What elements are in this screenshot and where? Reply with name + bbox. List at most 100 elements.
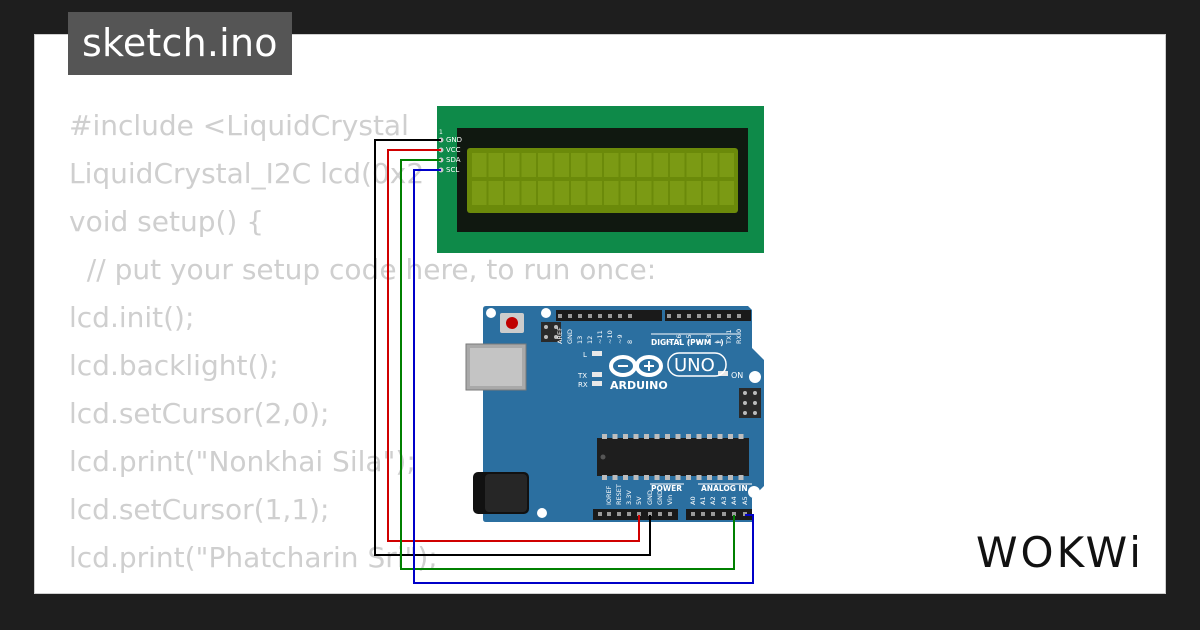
header-pin[interactable] <box>617 512 621 516</box>
lcd-char-cell <box>571 181 586 205</box>
header-pin[interactable] <box>627 512 631 516</box>
lcd-pin-label: VCC <box>446 146 461 154</box>
lcd-char-cell <box>653 153 668 177</box>
header-pin[interactable] <box>607 512 611 516</box>
lcd-char-cell <box>521 153 536 177</box>
reset-button[interactable] <box>506 317 518 329</box>
led-l <box>592 351 602 356</box>
lcd-pin-label: SCL <box>446 166 459 174</box>
power-pin-label: 5V <box>635 496 643 505</box>
chip-leg <box>728 475 733 480</box>
code-listing: #include <LiquidCrystal LiquidCrystal_I2… <box>69 109 656 593</box>
header-pin[interactable] <box>727 314 731 318</box>
chip-leg <box>633 475 639 480</box>
chip-leg <box>665 475 670 480</box>
icsp-header-right <box>739 388 761 418</box>
digital-pin-label: 8 <box>626 340 634 344</box>
digital-pin-label: ~5 <box>685 334 693 344</box>
code-line: lcd.setCursor(2,0); <box>69 397 330 430</box>
digital-pin-label: ~9 <box>616 334 624 344</box>
header-pin[interactable] <box>618 314 622 318</box>
wires <box>374 139 754 584</box>
analog-pin-label: A2 <box>709 496 717 505</box>
wire-vcc[interactable] <box>387 149 640 542</box>
power-pin-label: GND <box>656 490 664 505</box>
code-line: lcd.init(); <box>69 301 195 334</box>
lcd-char-cell <box>653 181 668 205</box>
lcd-char-cell <box>620 153 635 177</box>
digital-pin-label: 13 <box>576 336 584 344</box>
wire-gnd[interactable] <box>374 139 651 556</box>
header-pin[interactable] <box>648 512 652 516</box>
header-pin[interactable] <box>668 512 672 516</box>
chip-leg <box>686 475 691 480</box>
header-pin[interactable] <box>568 314 572 318</box>
header-pin[interactable] <box>722 512 726 516</box>
header-pin[interactable] <box>732 512 736 516</box>
header-pin[interactable] <box>711 512 715 516</box>
chip-notch <box>600 454 606 460</box>
chip-leg <box>675 434 681 439</box>
uno-model-text: UNO <box>674 355 715 376</box>
lcd-char-cell <box>686 153 701 177</box>
wire-scl[interactable] <box>413 169 754 584</box>
header-pin[interactable] <box>691 512 695 516</box>
lcd-char-cell <box>538 153 553 177</box>
lcd-char-cell <box>719 153 734 177</box>
lcd-char-cell <box>488 153 503 177</box>
analog-label: ANALOG IN <box>701 484 748 493</box>
led-tx <box>592 372 602 377</box>
header-pin[interactable] <box>707 314 711 318</box>
header-pin[interactable] <box>558 314 562 318</box>
analog-header <box>686 509 752 520</box>
header-pin[interactable] <box>608 314 612 318</box>
digital-pin-label: RX 0 <box>735 329 743 344</box>
header-pin[interactable] <box>588 314 592 318</box>
lcd-char-cell <box>604 181 619 205</box>
lcd-char-cell <box>554 181 569 205</box>
header-pin[interactable] <box>628 314 632 318</box>
power-pin-label: 3.3V <box>625 490 633 505</box>
digital-pin-label: 2 <box>715 340 723 344</box>
lcd-module[interactable]: 1 GND VCC SDA SCL <box>437 106 764 253</box>
header-pin[interactable] <box>667 314 671 318</box>
lcd-char-cell <box>620 181 635 205</box>
chip-leg <box>696 434 702 439</box>
digital-pin-label: GND <box>566 329 574 344</box>
chip-leg <box>602 475 607 480</box>
lcd-char-cell <box>472 153 487 177</box>
header-pin[interactable] <box>737 314 741 318</box>
lcd-char-cell <box>604 153 619 177</box>
digital-pin-label: AREF <box>556 327 564 344</box>
lcd-char-cell <box>719 181 734 205</box>
digital-pin-label: 4 <box>695 340 703 344</box>
power-pin-label: IOREF <box>605 485 613 505</box>
analog-pin-label: A0 <box>689 496 697 505</box>
lcd-char-cell <box>505 181 520 205</box>
header-pin[interactable] <box>578 314 582 318</box>
wokwi-logo: WOKWi <box>976 528 1141 577</box>
chip-leg <box>623 475 628 480</box>
mounting-hole <box>486 308 496 318</box>
header-pin[interactable] <box>658 512 662 516</box>
code-line: #include <LiquidCrystal <box>69 109 409 142</box>
chip-leg <box>717 475 723 480</box>
mounting-hole <box>537 508 547 518</box>
chip-leg <box>612 475 618 480</box>
code-line: void setup() { <box>69 205 265 238</box>
analog-pin-label: A1 <box>699 496 707 505</box>
digital-pin-row <box>558 314 741 318</box>
header-pin[interactable] <box>637 512 641 516</box>
led-rx <box>592 381 602 386</box>
header-pin[interactable] <box>701 512 705 516</box>
header-pin[interactable] <box>717 314 721 318</box>
power-jack-inner <box>485 474 527 512</box>
header-pin[interactable] <box>697 314 701 318</box>
header-pin[interactable] <box>598 314 602 318</box>
header-pin[interactable] <box>677 314 681 318</box>
header-pin[interactable] <box>687 314 691 318</box>
wire-sda[interactable] <box>400 159 735 570</box>
header-pin[interactable] <box>598 512 602 516</box>
